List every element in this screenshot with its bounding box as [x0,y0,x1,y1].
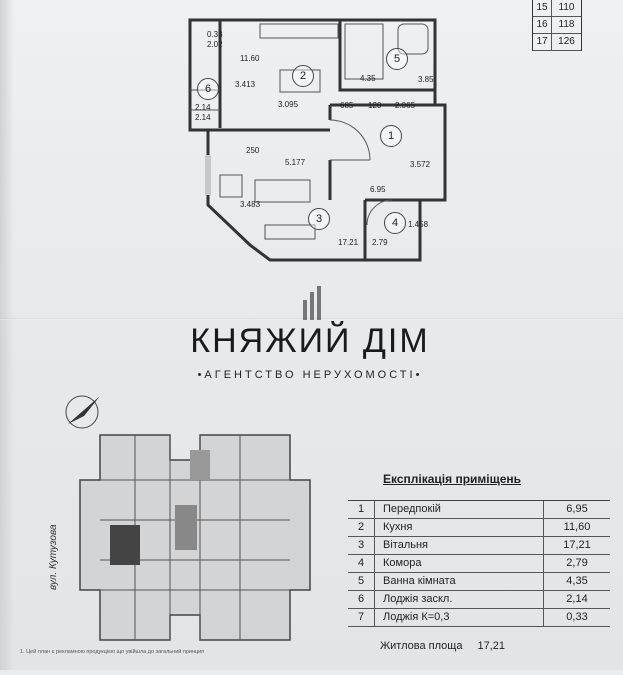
room-name: Комора [375,555,544,572]
floor-cell: 17 [533,34,552,50]
living-area-value: 17,21 [477,640,506,652]
dim-label: 2.02 [207,40,223,49]
room-number: 3 [348,537,375,554]
dim-label: 5.177 [285,158,306,167]
room-number-storage: 4 [384,212,406,234]
room-row: 7 Лоджія К=0,3 0,33 [348,609,610,627]
room-name: Лоджія К=0,3 [375,609,544,626]
dim-label: 1.458 [408,220,429,229]
floor-cell: 15 [533,0,552,16]
plan-footnote: 1. Цей план є рекламною продукцією що ув… [20,649,205,655]
room-number-loggia: 6 [197,78,219,100]
brand-logo-icon [297,286,327,325]
dim-label: 120 [368,101,382,110]
number-cell: 118 [558,19,575,30]
room-number: 6 [348,591,375,608]
room-area: 2,79 [566,557,588,569]
room-name: Кухня [375,519,544,536]
room-number: 4 [348,555,375,572]
site-plan [40,390,340,670]
dim-label: 3.095 [278,100,299,109]
number-cell: 110 [558,2,575,13]
room-number-bathroom: 5 [386,48,408,70]
room-area: 2,14 [566,593,588,605]
dim-label: 685 [340,101,354,110]
street-name: вул. Кутузова [48,524,59,590]
dim-label: 3.572 [410,160,431,169]
dim-label: 2.065 [395,101,416,110]
dim-label: 11.60 [240,54,260,63]
living-area-summary: Житлова площа 17,21 [380,640,610,652]
room-name: Вітальня [375,537,544,554]
dim-label: 3.483 [240,200,261,209]
dim-label: 0.33 [207,30,223,39]
room-name: Лоджія заскл. [375,591,544,608]
floor-number-table: 15 110 16 118 17 126 [532,0,582,51]
room-name: Ванна кімната [375,573,544,590]
room-area: 4,35 [566,575,588,587]
room-row: 4 Комора 2,79 [348,555,610,573]
apartment-floor-plan: 0.33 2.02 11.60 3.413 3.095 685 120 2.06… [180,10,470,270]
room-number: 5 [348,573,375,590]
room-row: 3 Вітальня 17,21 [348,537,610,555]
room-number: 7 [348,609,375,626]
room-row: 5 Ванна кімната 4,35 [348,573,610,591]
room-number-kitchen: 2 [292,65,314,87]
room-area: 0,33 [566,611,588,623]
room-number-living: 3 [308,208,330,230]
brand-tagline: •АГЕНТСТВО НЕРУХОМОСТІ• [197,369,423,381]
north-arrow-icon [65,395,100,429]
site-plan-drawing [65,395,311,641]
dim-label: 3.85 [418,75,434,84]
room-row: 1 Передпокій 6,95 [348,501,610,519]
room-number-hallway: 1 [380,125,402,147]
dim-label: 17.21 [338,238,359,247]
room-number: 2 [348,519,375,536]
room-number: 1 [348,501,375,518]
explication-table: 1 Передпокій 6,95 2 Кухня 11,60 3 Віталь… [348,500,610,627]
floor-row: 17 126 [533,34,581,51]
room-area: 6,95 [566,503,588,515]
room-row: 6 Лоджія заскл. 2,14 [348,591,610,609]
room-area: 17,21 [563,539,591,551]
brand-name: КНЯЖИЙ ДІМ [190,322,430,360]
room-name: Передпокій [375,501,544,518]
room-area: 11,60 [563,521,591,533]
floor-cell: 16 [533,17,552,33]
living-area-label: Житлова площа [380,640,463,652]
explication-title: Експлікація приміщень [383,472,522,486]
floor-plan-drawing [188,18,447,262]
dim-label: 4.35 [360,74,376,83]
dim-label: 3.413 [235,80,256,89]
dim-label: 6.95 [370,185,386,194]
number-cell: 126 [558,36,575,47]
dim-label: 2.79 [372,238,388,247]
dim-label: 2.14 [195,103,211,112]
room-row: 2 Кухня 11,60 [348,519,610,537]
floor-row: 16 118 [533,17,581,34]
floor-row: 15 110 [533,0,581,17]
dim-label: 250 [246,146,260,155]
sheet-edge-shadow [0,0,14,670]
dim-label: 2.14 [195,113,211,122]
